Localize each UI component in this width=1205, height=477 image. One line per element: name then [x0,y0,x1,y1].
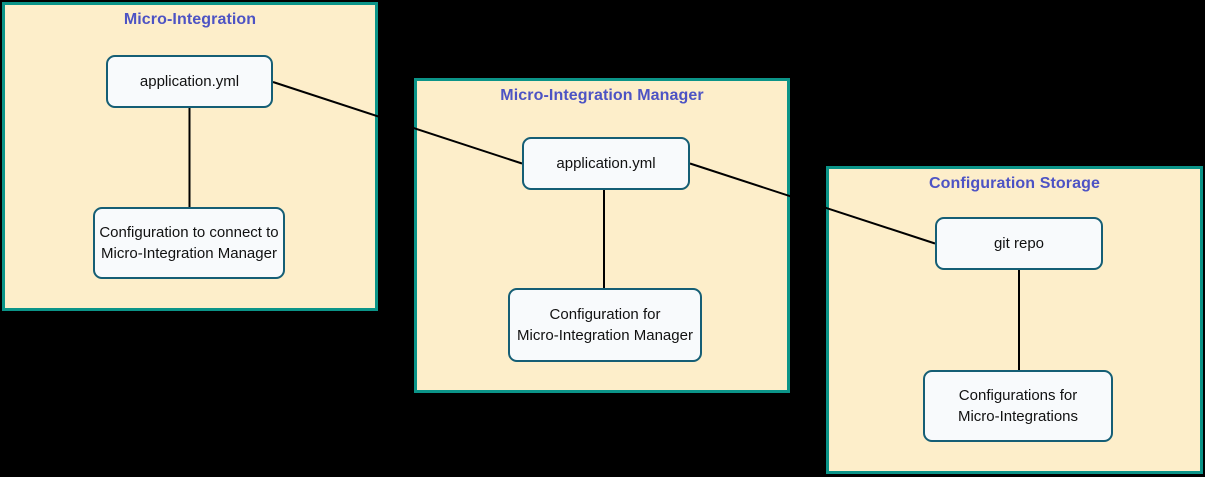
node-label-line2: Micro-Integration Manager [101,245,277,262]
node-label-line2: Micro-Integration Manager [517,327,693,344]
node-application-yml-manager: application.yml [522,137,690,190]
group-title-micro-integration: Micro-Integration [123,11,257,28]
node-configurations-for-micro-integrations: Configurations for Micro-Integrations [923,370,1113,442]
node-git-repo: git repo [935,217,1103,270]
node-label-line1: Configuration to connect to [99,224,279,241]
node-label-line2: Micro-Integrations [957,408,1079,425]
node-label: application.yml [139,73,240,90]
node-configuration-to-connect: Configuration to connect to Micro-Integr… [93,207,285,279]
node-label-line1: Configuration for [549,306,661,323]
group-title-micro-integration-manager: Micro-Integration Manager [500,87,704,104]
node-label: application.yml [556,155,656,172]
node-label: git repo [993,235,1045,252]
node-label-line1: Configurations for [958,387,1078,404]
node-configuration-for-manager: Configuration for Micro-Integration Mana… [508,288,702,362]
node-application-yml-micro-integration: application.yml [106,55,273,108]
group-title-configuration-storage: Configuration Storage [929,175,1100,192]
